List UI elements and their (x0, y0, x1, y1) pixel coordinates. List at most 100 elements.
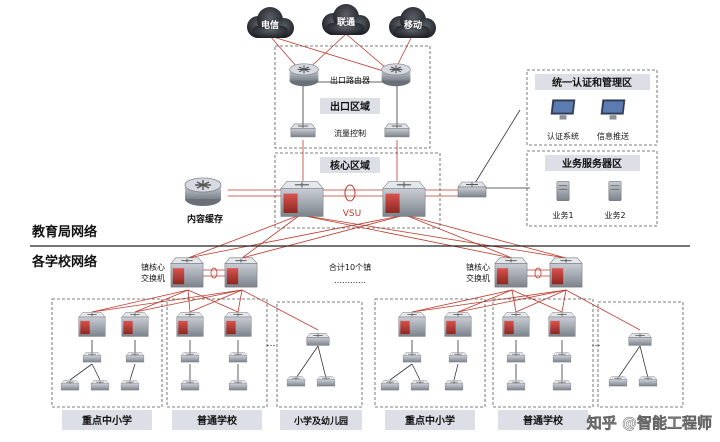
access-switch-icon (228, 380, 248, 391)
access-switch-icon (286, 376, 306, 387)
cloud-label: 移动 (404, 19, 422, 31)
auth-zone-box (526, 69, 658, 146)
access-switch-icon (82, 352, 102, 363)
core-switch-icon (280, 180, 324, 218)
cloud-icon (322, 4, 370, 35)
cloud-label: 联通 (337, 16, 355, 28)
school-box-4 (374, 298, 486, 408)
town-core-switch-icon (170, 257, 204, 288)
cloud-unicom: 联通 (322, 4, 370, 35)
cloud-mobile: 移动 (389, 7, 436, 38)
education-bureau-title: 教育局网络 (31, 224, 97, 240)
flow-control-label: 流量控制 (334, 128, 366, 138)
school-core-switch-icon (548, 311, 576, 337)
access-switch-icon (410, 380, 430, 391)
auth-system-icon (550, 99, 576, 120)
school-core-switch-icon (176, 311, 204, 337)
school-ellipsis: … (267, 339, 276, 349)
town-core-switch-icon (224, 257, 258, 288)
exit-zone-title: 出口区域 (330, 100, 370, 113)
content-cache-icon (184, 177, 222, 207)
access-switch-icon (180, 380, 200, 391)
access-switch-icon (380, 380, 400, 391)
access-switch-icon (125, 352, 145, 363)
access-switch-icon (552, 380, 572, 391)
flow-control-icon (290, 123, 316, 138)
school-box-3 (276, 301, 363, 408)
town-total-label: 合计10个镇 (329, 262, 371, 272)
school-label: 重点中小学 (82, 414, 132, 427)
edge-switch-icon (457, 181, 487, 198)
service-zone-box (526, 150, 658, 227)
access-switch-icon (448, 352, 468, 363)
cloud-label: 电信 (261, 19, 279, 31)
access-switch-icon (316, 376, 336, 387)
server-icon (556, 181, 570, 201)
core-zone-title-bg (320, 157, 380, 173)
content-cache-label: 内容缓存 (187, 213, 223, 225)
access-switch-icon (228, 352, 248, 363)
school-core-switch-icon (224, 311, 252, 337)
service-zone-title-bg (545, 155, 640, 171)
vsu-link-icon (210, 267, 218, 279)
exit-router-label: 出口路由器 (330, 75, 370, 85)
exit-zone-box (274, 45, 431, 149)
exit-router-icon (288, 63, 320, 87)
info-push-icon (600, 99, 626, 120)
exit-zone-title-bg (320, 98, 380, 114)
school-box-1 (51, 298, 163, 408)
school-core-switch-icon (502, 311, 530, 337)
cloud-icon (247, 7, 294, 38)
access-switch-icon (638, 376, 658, 387)
service-2-label: 业务2 (604, 210, 625, 220)
cloud-icon (389, 7, 436, 38)
auth-system-label: 认证系统 (547, 131, 579, 141)
school-core-switch-icon (444, 311, 472, 337)
info-push-label: 信息推送 (597, 131, 629, 141)
core-zone-title: 核心区域 (330, 159, 370, 172)
school-labels: 重点中小学 普通学校 小学及幼儿园 重点中小学 普通学校 (62, 410, 588, 430)
school-label: 小学及幼儿园 (293, 415, 348, 427)
access-switch-icon (506, 380, 526, 391)
school-core-switch-icon (398, 311, 426, 337)
service-1-label: 业务1 (552, 210, 573, 220)
access-switch-icon (402, 352, 422, 363)
town-core-switch-icon (549, 257, 583, 288)
access-switch-icon (180, 352, 200, 363)
school-label: 普通学校 (523, 414, 564, 427)
school-box-5 (492, 298, 594, 408)
kindergarten-switch-icon (306, 332, 330, 346)
auth-zone-title-bg (535, 74, 650, 90)
town-core-left-label-2: 交换机 (141, 273, 165, 283)
service-zone-title: 业务服务器区 (562, 157, 622, 170)
auth-zone-title: 统一认证和管理区 (552, 76, 632, 89)
watermark: 知乎 @智能工程师 (587, 414, 712, 432)
kindergarten-switch-icon (628, 332, 652, 346)
cloud-telecom: 电信 (247, 7, 294, 38)
school-label: 重点中小学 (405, 414, 455, 427)
core-switch-icon (382, 180, 426, 218)
access-switch-icon (608, 376, 628, 387)
vsu-link-icon (344, 184, 356, 202)
school-core-switch-icon (78, 311, 106, 337)
school-box-2 (166, 298, 268, 408)
town-total-dots: ………… (334, 276, 366, 285)
access-switch-icon (506, 352, 526, 363)
school-label: 普通学校 (197, 414, 238, 427)
town-core-right-label-1: 镇核心 (466, 262, 490, 272)
vsu-label: VSU (343, 209, 361, 219)
server-icon (608, 181, 622, 201)
flow-control-icon (384, 123, 410, 138)
core-zone-box (274, 152, 441, 229)
schools-title: 各学校网络 (31, 254, 97, 270)
school-box-6 (597, 301, 684, 408)
access-switch-icon (444, 380, 464, 391)
town-core-left-label-1: 镇核心 (141, 262, 165, 272)
town-core-right-label-2: 交换机 (466, 273, 490, 283)
network-links (69, 33, 649, 381)
vsu-link-icon (534, 267, 542, 279)
zones (51, 45, 684, 408)
town-core-switch-icon (494, 257, 528, 288)
